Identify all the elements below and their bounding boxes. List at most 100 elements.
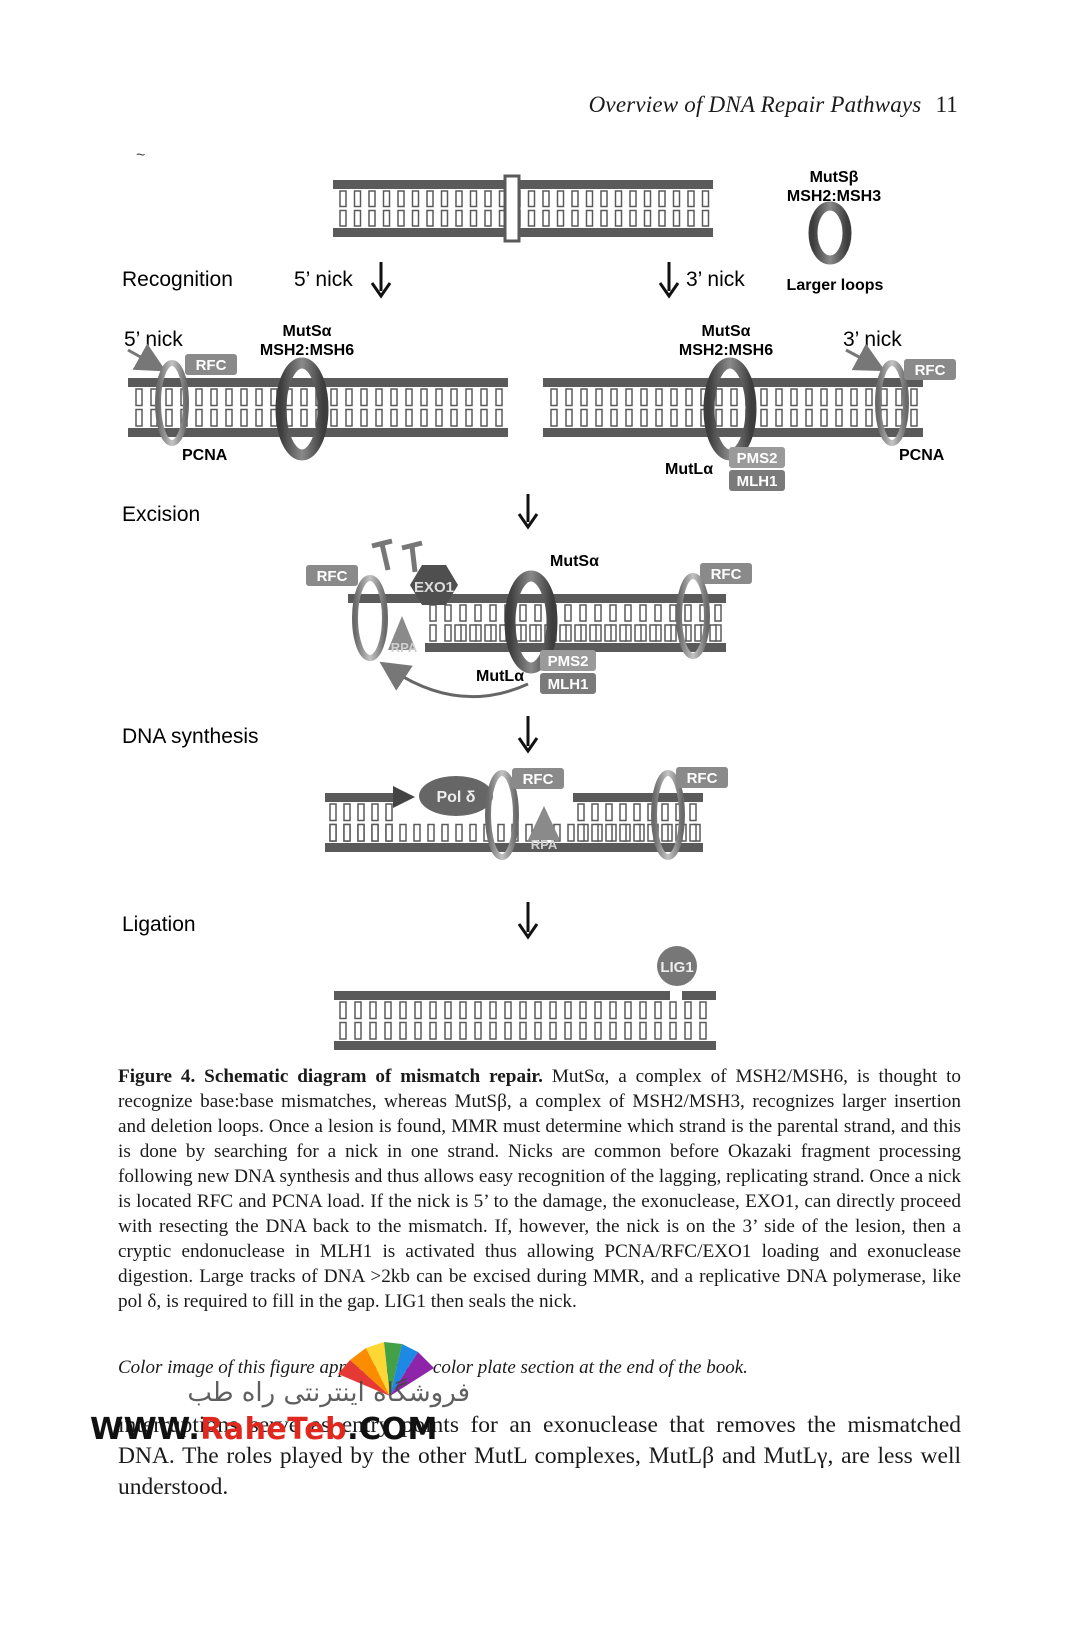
base-pair-rung [413, 823, 421, 842]
base-pair-rung [420, 408, 428, 427]
base-pair-rung [639, 604, 647, 622]
larger-loops-label: Larger loops [787, 277, 884, 294]
base-pair-rung [527, 209, 536, 227]
exo1-shape: EXO1 [410, 565, 458, 605]
base-pair-rung [619, 624, 627, 642]
nick-pointer-right [845, 343, 886, 372]
base-pair-rung [640, 408, 648, 427]
base-pair-rung [661, 823, 669, 842]
running-title: Overview of DNA Repair Pathways [588, 92, 922, 117]
mutsa-label-excision: MutSα [550, 553, 599, 570]
step-dna-synthesis: DNA synthesis [122, 725, 259, 748]
base-pair-rung [495, 408, 503, 427]
base-pair-rung [542, 190, 550, 208]
base-pair-rung [605, 823, 613, 842]
base-pair-rung [399, 1021, 407, 1040]
base-pair-rung [820, 408, 828, 427]
base-pair-rung [685, 388, 693, 407]
base-pair-rung [375, 408, 383, 427]
released-nucleotides [371, 538, 423, 573]
base-pair-rung [399, 823, 407, 842]
base-pair-rung [549, 1021, 557, 1040]
base-pair-rung [435, 388, 443, 407]
base-pair-rung [610, 388, 618, 407]
base-pair-rung [564, 1001, 572, 1020]
base-pair-rung [444, 604, 452, 622]
down-arrow-ligation [517, 902, 539, 940]
base-pair-rung [484, 624, 492, 642]
base-pair-rung [484, 209, 492, 227]
base-pair-rung [579, 604, 587, 622]
base-pair-rung [880, 388, 888, 407]
three-nick-right-label: 3’ nick [843, 328, 902, 351]
base-pair-rung [684, 604, 692, 622]
pcna-ring-excision-right [676, 573, 710, 659]
dna-right-3nick [543, 378, 923, 437]
base-pair-rung [353, 209, 362, 227]
base-pair-rung [495, 388, 503, 407]
base-pair-rung [820, 388, 828, 407]
base-pair-rung [624, 1021, 632, 1040]
base-pair-rung [664, 624, 672, 642]
base-pair-rung [429, 1001, 437, 1020]
base-pair-rung [556, 209, 565, 227]
base-pair-rung [135, 408, 143, 427]
base-pair-rung [895, 388, 903, 407]
base-pair-rung [427, 823, 435, 842]
svg-text:RPA: RPA [391, 640, 418, 655]
mutsb-ring [808, 201, 852, 265]
base-pair-rung [614, 190, 623, 208]
base-pair-rung [565, 388, 573, 407]
base-pair-rung [330, 408, 338, 427]
base-pair-rung [865, 388, 873, 407]
base-pair-rung [670, 408, 678, 427]
svg-text:MLH1: MLH1 [737, 473, 778, 490]
down-arrow-5nick [370, 262, 392, 299]
base-pair-rung [625, 388, 633, 407]
base-pair-rung [382, 209, 391, 227]
mlh1-badge-right: MLH1 [729, 470, 785, 491]
mutsb-label: MutSβ [810, 169, 859, 186]
base-pair-rung [385, 823, 393, 842]
base-pair-rung [469, 624, 477, 642]
base-pair-rung [542, 209, 550, 227]
base-pair-rung [255, 388, 263, 407]
base-pair-rung [225, 408, 233, 427]
base-pair-rung [225, 388, 233, 407]
base-pair-rung [550, 388, 558, 407]
base-pair-rung [649, 624, 657, 642]
svg-text:RFC: RFC [317, 568, 348, 585]
mutla-label-excision: MutLα [476, 668, 524, 685]
base-pair-rung [441, 823, 449, 842]
base-pair-rung [594, 1001, 602, 1020]
base-pair-rung [300, 408, 308, 427]
base-pair-rung [609, 1001, 617, 1020]
base-pair-rung [579, 1021, 587, 1040]
base-pair-rung [484, 190, 492, 208]
base-pair-rung [339, 1001, 347, 1020]
base-pair-rung [474, 1021, 482, 1040]
base-pair-rung [790, 388, 798, 407]
base-pair-rung [397, 209, 405, 227]
base-pair-rung [429, 624, 437, 642]
mutsa-label-right: MutSα [702, 323, 751, 340]
base-pair-rung [489, 604, 497, 622]
base-pair-rung [459, 604, 467, 622]
base-pair-rung [556, 190, 565, 208]
step-recognition: Recognition [122, 268, 233, 291]
base-pair-rung [519, 604, 527, 622]
base-pair-rung [658, 209, 666, 227]
base-pair-rung [805, 408, 813, 427]
base-pair-rung [480, 408, 488, 427]
three-nick-label: 3’ nick [686, 268, 745, 291]
base-pair-rung [454, 624, 462, 642]
page-number: 11 [935, 92, 958, 117]
base-pair-rung [504, 1021, 512, 1040]
base-pair-rung [567, 823, 575, 842]
base-pair-rung [689, 823, 697, 842]
base-pair-rung [730, 408, 738, 427]
base-pair-rung [629, 209, 637, 227]
base-pair-rung [614, 209, 623, 227]
base-pair-rung [661, 803, 669, 822]
base-pair-rung [655, 408, 663, 427]
